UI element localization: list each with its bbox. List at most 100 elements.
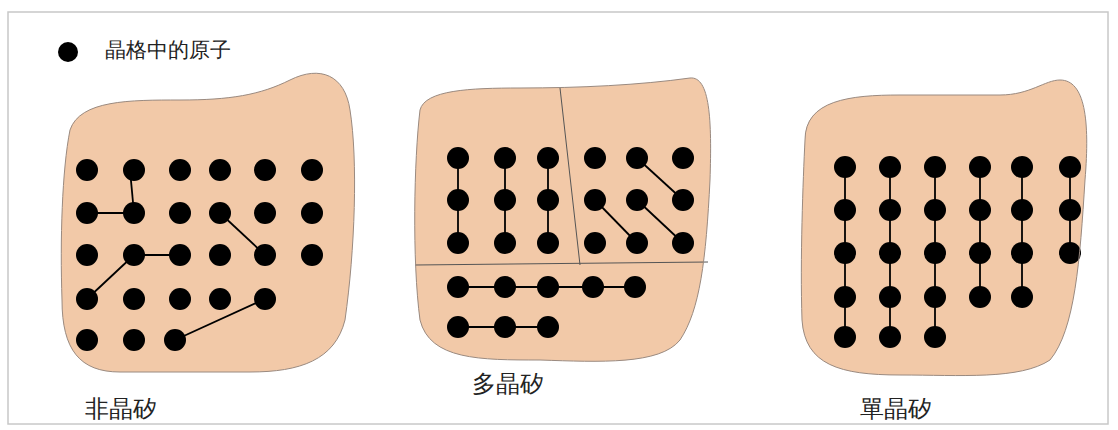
atom [76,288,98,310]
atom [169,202,191,224]
atom [537,276,559,298]
atom [169,244,191,266]
atom [123,202,145,224]
atom [494,147,516,169]
atom [672,147,694,169]
atom [969,156,991,178]
atom [584,189,606,211]
atom [169,159,191,181]
atom [969,242,991,264]
atom [924,286,946,308]
atom [1011,199,1033,221]
polycrystalline-silicon-region: 多晶矽 [410,70,720,400]
atom [672,232,694,254]
atom [626,189,648,211]
atom [537,232,559,254]
atom [879,199,901,221]
atom [494,232,516,254]
legend-atom-symbol [58,42,78,62]
atom [834,326,856,348]
atom [672,189,694,211]
atom [76,329,98,351]
atom [924,242,946,264]
atom [834,242,856,264]
atom [447,316,469,338]
atom-dots [76,147,1081,351]
polycrystal-blob [415,78,711,361]
blob-outline [410,70,720,400]
atom [209,244,231,266]
atom [494,316,516,338]
atom [1011,242,1033,264]
atom [924,326,946,348]
atom [537,316,559,338]
atom [254,288,276,310]
bond-lines [87,158,1070,340]
atom [123,329,145,351]
atom [969,199,991,221]
atom [537,147,559,169]
atom [301,202,323,224]
atom [1059,156,1081,178]
atom [169,288,191,310]
atom [76,244,98,266]
blob-outline [795,70,1095,427]
atom [123,159,145,181]
atom [924,199,946,221]
blob-edge [61,73,354,372]
amorphous-blob [61,73,354,372]
atom [1011,156,1033,178]
atom [494,276,516,298]
atom [447,276,469,298]
atom [209,159,231,181]
atom [834,156,856,178]
atom [969,286,991,308]
atom [494,189,516,211]
atom [879,326,901,348]
atom [447,232,469,254]
material-label: 單晶矽 [860,395,932,424]
atom [1059,199,1081,221]
atom [301,159,323,181]
atom [76,202,98,224]
atom [447,147,469,169]
atom [582,276,604,298]
atom [209,202,231,224]
atom [447,189,469,211]
atom [123,244,145,266]
atom [584,232,606,254]
atom [209,288,231,310]
atom [584,147,606,169]
atom [1011,286,1033,308]
atom [123,288,145,310]
blob-edge [415,78,711,361]
atom [537,189,559,211]
blob-outline [55,70,365,427]
atom [879,286,901,308]
atom [76,159,98,181]
amorphous-silicon-region: 非晶矽 [55,70,365,427]
atom [834,286,856,308]
grain-boundaries [415,88,708,265]
atom [879,156,901,178]
atom [254,202,276,224]
single-crystal-blob [801,80,1086,376]
material-label: 非晶矽 [85,395,157,424]
atom [924,156,946,178]
material-label: 多晶矽 [472,370,544,399]
legend-text: 晶格中的原子 [105,38,231,63]
atom [624,276,646,298]
atom [254,244,276,266]
atom [301,244,323,266]
atom [164,329,186,351]
atom [626,147,648,169]
blob-edge [801,80,1086,376]
atom [254,159,276,181]
frame [8,12,1108,424]
atom [1059,242,1081,264]
single-crystal-silicon-region: 單晶矽 [795,70,1095,427]
atom [626,232,648,254]
atom [879,242,901,264]
atom [834,199,856,221]
